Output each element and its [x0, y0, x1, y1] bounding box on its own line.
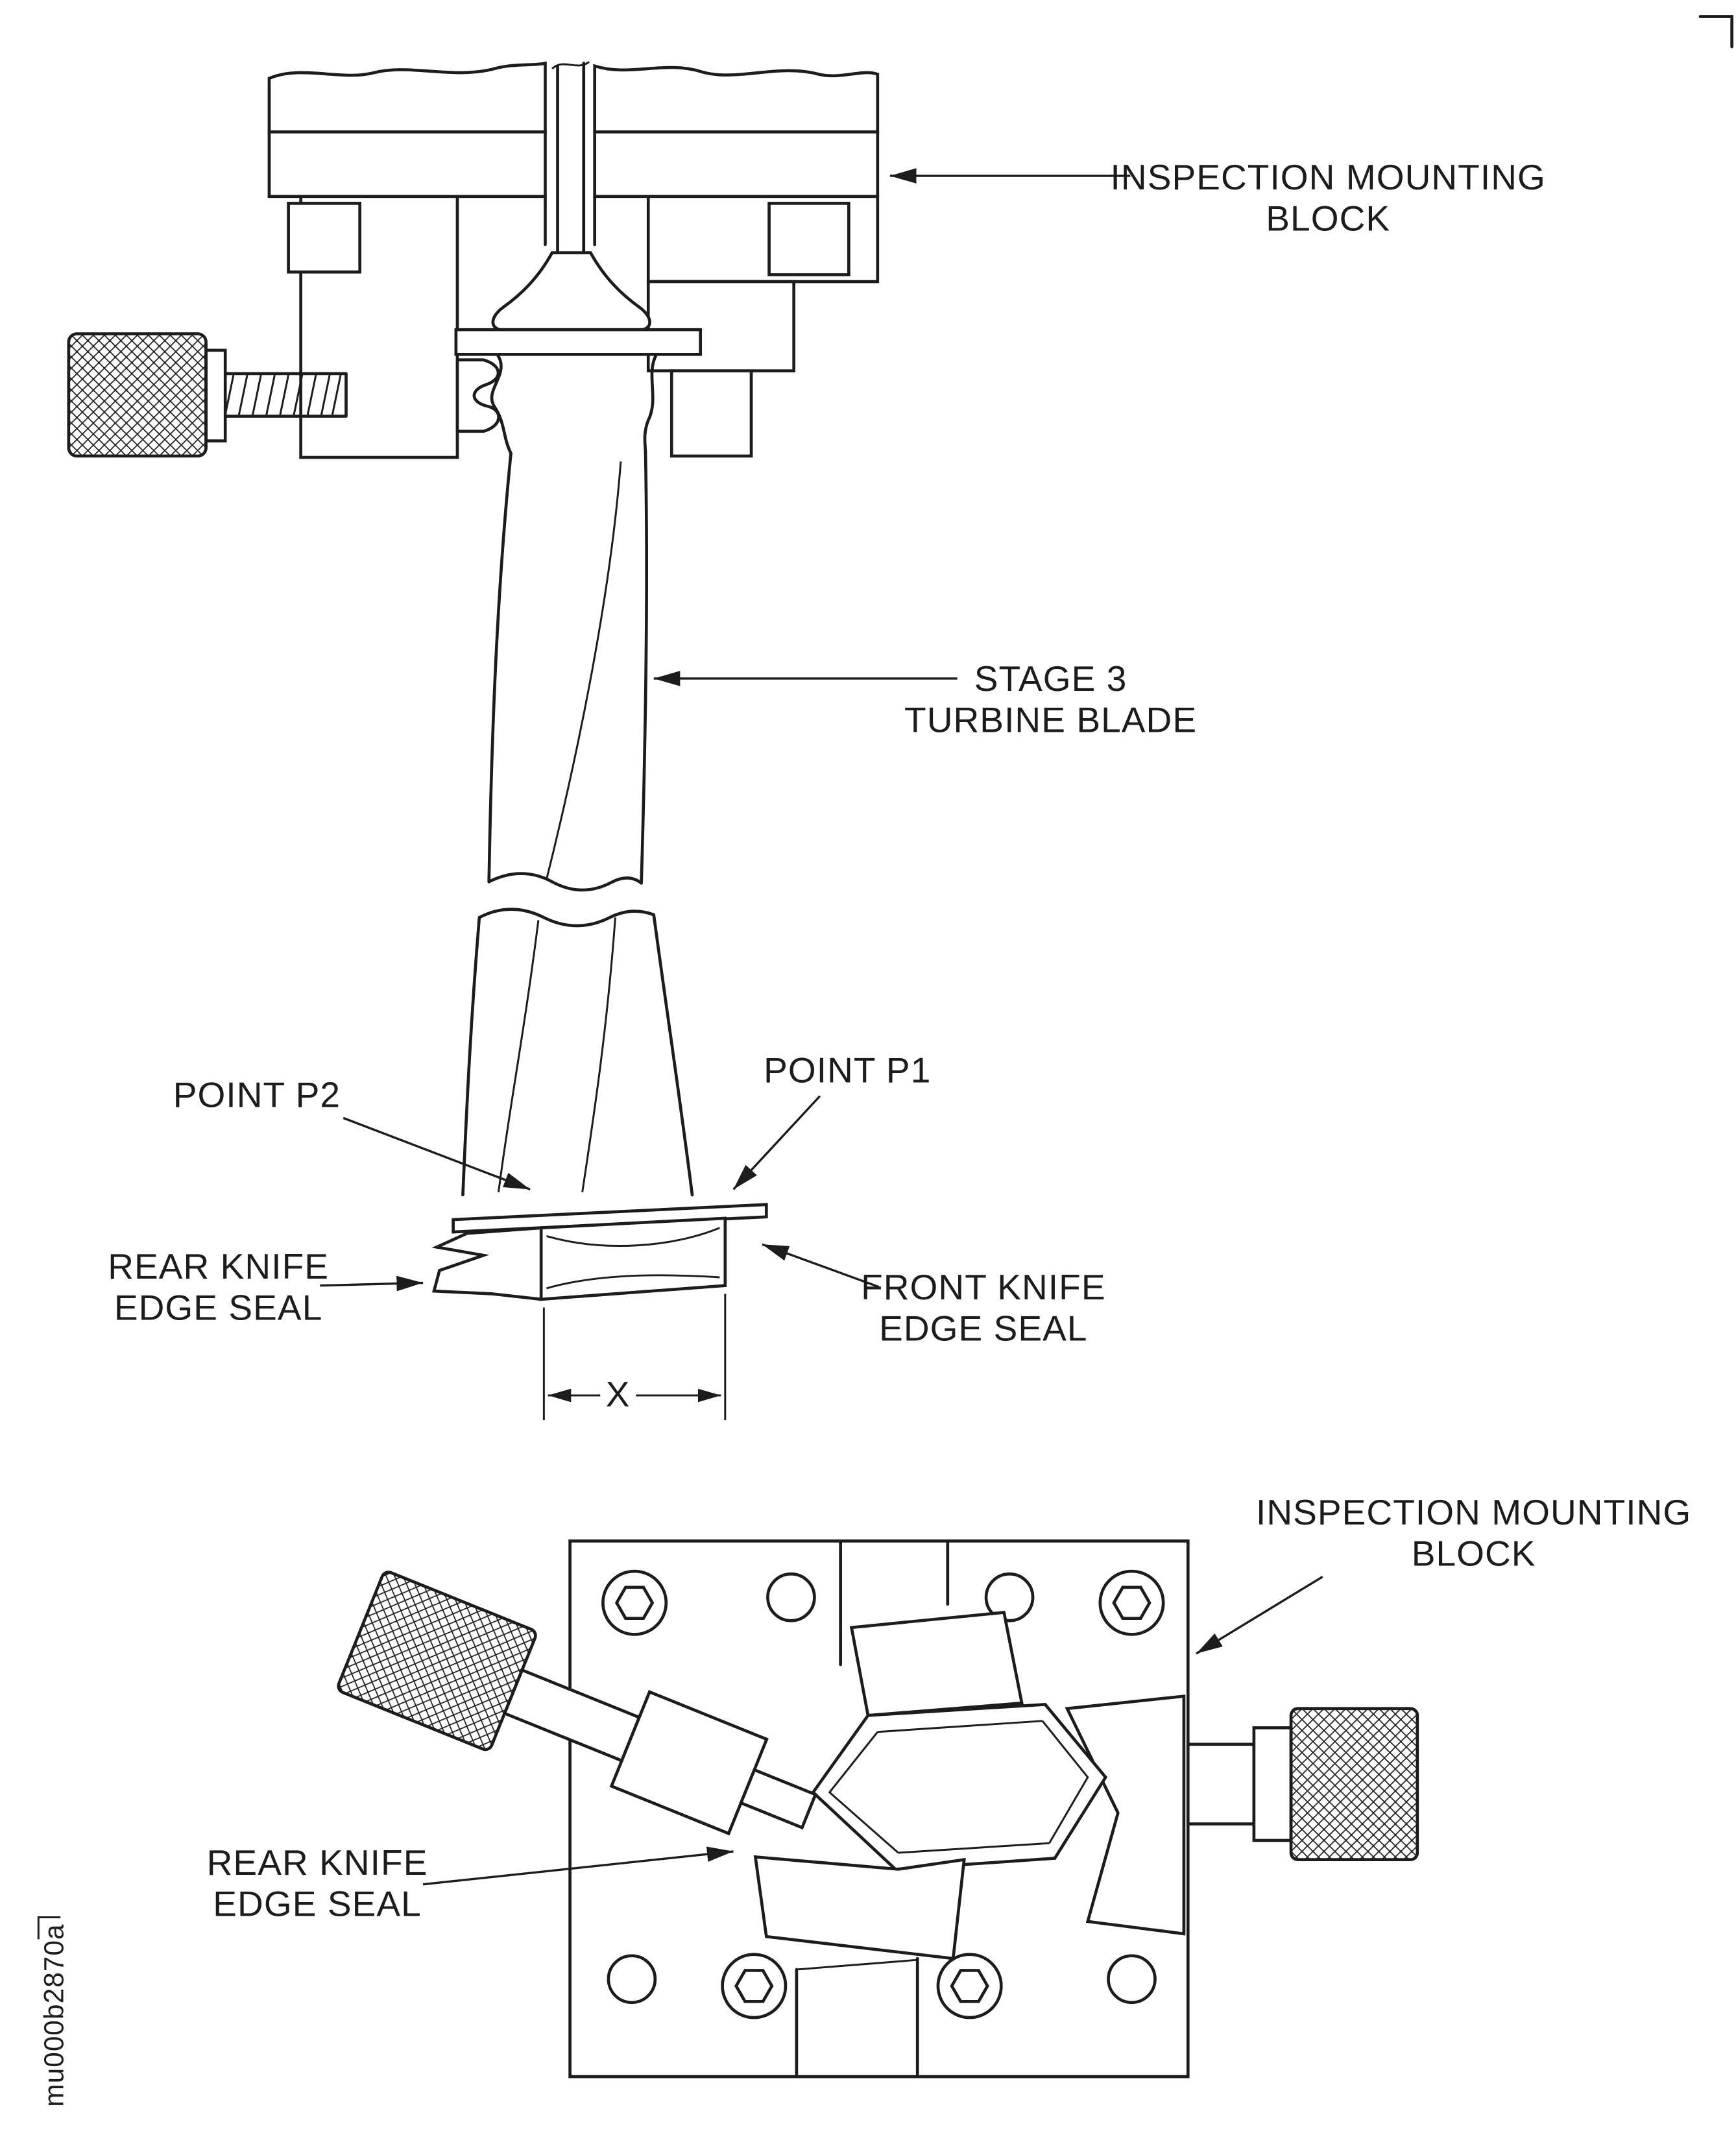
break-line-upper [487, 872, 644, 892]
stud-break-line [551, 61, 590, 70]
bolt-head-right [767, 202, 850, 276]
leader-point-p1 [732, 1095, 821, 1190]
leader-rear-knife-edge-seal [320, 1275, 424, 1292]
label-front-knife: FRONT KNIFE [861, 1267, 1106, 1307]
blade-root [454, 251, 703, 455]
corner-mark-top-right [1698, 15, 1733, 49]
leader-inspection-mounting-block-bottom [1196, 1576, 1323, 1655]
dovetail-bulb [491, 251, 651, 331]
block-pocket-edge [796, 1958, 918, 1971]
blade-camber-lower-2 [581, 917, 616, 1192]
socket-screw [721, 1953, 788, 2019]
screw-collar-right [1252, 1726, 1293, 1842]
thumbscrew-side [67, 332, 348, 458]
clamp-jaw [455, 358, 500, 433]
blade-camber-upper [546, 461, 622, 880]
clamp-column-left [299, 195, 459, 459]
dimension-x: X [542, 1294, 727, 1421]
screw-tip [739, 1768, 818, 1830]
block-step-right-2 [646, 280, 796, 373]
rear-knife-edge-seal-plan [753, 1855, 966, 1960]
blade-camber-lower-1 [498, 920, 540, 1192]
hex-socket-icon [614, 1585, 655, 1620]
dimension-x-label: X [606, 1374, 631, 1414]
label-front-knife-2: EDGE SEAL [879, 1308, 1088, 1348]
label-inspection-mounting-block: INSPECTION MOUNTING [1111, 157, 1546, 197]
label-rear-knife-bottom: REAR KNIFE [207, 1842, 428, 1883]
bolt-hole [607, 1954, 657, 2005]
screw-shaft [223, 372, 348, 418]
blade-edge-left-upper [487, 452, 512, 884]
clamp-pad-right [1065, 1694, 1186, 1936]
break-line-lower [477, 908, 656, 928]
label-stage-3: STAGE 3 [974, 658, 1127, 699]
knurled-knob-plan-right [1289, 1707, 1419, 1861]
screw-collar [204, 348, 227, 442]
shank-edge-left [490, 352, 512, 455]
socket-screw [601, 1569, 668, 1636]
top-view-callouts: INSPECTION MOUNTING BLOCK STAGE 3 TURBIN… [108, 157, 1546, 1348]
inspection-mounting-block-section [267, 61, 880, 459]
knurled-knob-side [67, 332, 208, 458]
label-inspection-mounting-block-bottom: INSPECTION MOUNTING [1256, 1492, 1691, 1532]
knife-edge-line-bottom [898, 1842, 1050, 1854]
label-point-p2: POINT P2 [173, 1074, 341, 1115]
socket-screw [936, 1953, 1003, 2019]
bottom-view-callouts: INSPECTION MOUNTING BLOCK REAR KNIFE EDG… [207, 1492, 1691, 1923]
bolt-hole [766, 1572, 816, 1622]
block-upper-left [267, 61, 547, 134]
shank-edge-right [643, 352, 658, 455]
label-point-p1: POINT P1 [764, 1050, 931, 1090]
bolt-head-left [287, 202, 362, 274]
hex-socket-icon [950, 1969, 989, 2003]
blade-edge-right-upper [640, 452, 649, 884]
label-inspection-mounting-block-2: BLOCK [1266, 199, 1390, 239]
thumbscrew-plan [337, 1571, 818, 1836]
fasteners [601, 1569, 1165, 2019]
blade-edge-left-lower [461, 915, 481, 1197]
figure-id: mu000b2870a [37, 1916, 69, 2107]
hex-socket-icon [734, 1969, 774, 2003]
label-rear-knife-bottom-2: EDGE SEAL [213, 1883, 422, 1923]
knife-edge-line-top [877, 1720, 1043, 1733]
top-view-diagram: X INSPECTION MOUNTING BLOCK STAGE 3 TURB… [67, 61, 1546, 1421]
blade-edge-right-lower [652, 913, 694, 1197]
socket-screw [1098, 1569, 1165, 1636]
block-band-left [267, 130, 547, 199]
knife-edge-line-left [828, 1731, 899, 1854]
screw-thread-hatch [224, 374, 342, 415]
figure-id-text: mu000b2870a [38, 1923, 69, 2106]
figure-id-tick [37, 1916, 61, 1940]
front-knife-edge-seal-shape [539, 1216, 727, 1301]
bottom-view-diagram: INSPECTION MOUNTING BLOCK REAR KNIFE EDG… [207, 1492, 1691, 2079]
bolt-hole [1107, 1954, 1157, 2005]
seal-curve-upper [546, 1227, 720, 1247]
label-rear-knife-2: EDGE SEAL [114, 1288, 323, 1328]
leader-point-p2 [343, 1116, 531, 1191]
rear-knife-edge-seal-shape [431, 1226, 543, 1301]
block-band-right [593, 130, 880, 199]
blade-platform [454, 328, 703, 356]
block-upper-right [593, 64, 880, 134]
screw-shaft-right [1186, 1742, 1256, 1826]
leader-rear-knife-bottom [422, 1846, 734, 1886]
leader-front-knife-edge-seal [762, 1243, 880, 1288]
turbine-blade-airfoil [461, 452, 694, 1197]
blade-tip-shroud [431, 1203, 768, 1301]
seal-curve-lower [546, 1274, 720, 1290]
label-rear-knife: REAR KNIFE [108, 1246, 329, 1286]
knurled-knob-plan-left [337, 1571, 537, 1752]
hex-socket-icon [1112, 1585, 1151, 1620]
knife-edge-line-right [1041, 1720, 1089, 1844]
thumbscrew-right [1186, 1707, 1419, 1861]
label-inspection-mounting-block-bottom-2: BLOCK [1412, 1534, 1536, 1574]
label-turbine-blade: TURBINE BLADE [904, 699, 1197, 740]
block-step-right-3 [669, 369, 753, 458]
blade-tip-upper-face [849, 1611, 1024, 1717]
turbine-blade-plan [753, 1611, 1108, 1960]
shroud-platform [452, 1203, 768, 1234]
bolt-hole [984, 1572, 1035, 1622]
